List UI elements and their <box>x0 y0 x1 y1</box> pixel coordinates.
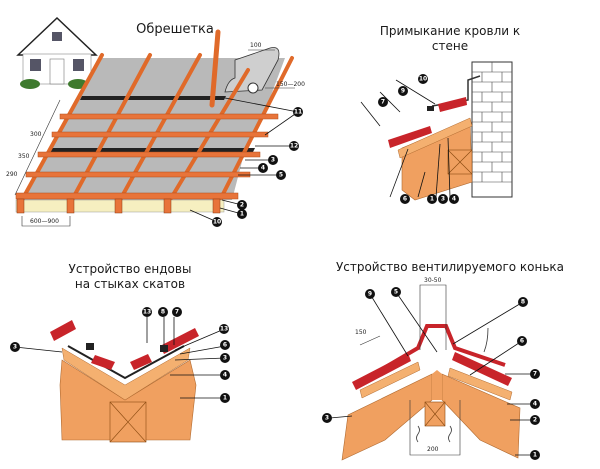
marker: 5 <box>394 289 398 296</box>
airflow-arrows <box>416 327 489 443</box>
dimension-150: 150 <box>355 329 367 336</box>
dimension-600-900: 600—900 <box>30 218 59 225</box>
marker: 3 <box>271 157 275 164</box>
ridge-tile-right <box>452 352 512 386</box>
batten-layer <box>397 117 473 159</box>
lathing-title: Обрешетка <box>136 22 214 37</box>
lathing-drawing: 100 150—200 300 350 290 600—900 11 12 3 … <box>6 16 305 227</box>
marker: 1 <box>533 452 537 459</box>
dimension-290: 290 <box>6 171 18 178</box>
valley-title-line2: на стыках скатов <box>74 277 186 291</box>
dimension-350: 350 <box>18 153 30 160</box>
lathing-panel: Обрешетка <box>0 0 310 240</box>
ridge-drawing: 30-50 150 200 9 5 8 6 7 4 2 1 <box>322 277 540 461</box>
marker: 7 <box>175 309 179 316</box>
brick-wall <box>471 61 513 198</box>
valley-battens <box>61 347 191 401</box>
dimension-30-50: 30-50 <box>424 277 442 284</box>
house-icon <box>16 16 98 89</box>
ridge-markers: 9 5 8 6 7 4 2 1 3 <box>322 287 540 460</box>
marker: 8 <box>161 309 165 316</box>
ridge-panel: Устройство вентилируемого конька 30-50 1… <box>300 250 600 469</box>
valley-tiles <box>50 320 199 370</box>
ridge-batten-left <box>359 361 421 399</box>
lathing-markers: 11 12 3 4 5 2 1 10 <box>212 107 303 227</box>
marker: 4 <box>533 401 537 408</box>
valley-drawing: 3 13 8 7 13 6 3 4 1 <box>10 307 230 443</box>
wall-junction-markers: 7 9 10 6 1 3 4 <box>378 74 459 204</box>
membrane-roll <box>224 47 280 94</box>
marker: 3 <box>223 355 227 362</box>
valley-title-line1: Устройство ендовы <box>68 262 192 276</box>
wall-junction-title-line2: стене <box>431 39 469 53</box>
vertical-batten <box>209 29 221 108</box>
dimension-100: 100 <box>250 42 262 49</box>
marker: 3 <box>325 415 329 422</box>
marker: 8 <box>521 299 525 306</box>
overlap-strip <box>80 96 226 100</box>
marker: 7 <box>533 371 537 378</box>
marker: 9 <box>401 88 405 95</box>
marker: 10 <box>213 219 221 226</box>
roof-tile <box>438 97 467 112</box>
membrane-sheet <box>22 58 285 200</box>
dimension-150-200: 150—200 <box>276 81 305 88</box>
wall-junction-panel: Примыкание кровли к стене <box>330 0 600 240</box>
valley-rafter <box>59 359 197 441</box>
valley-markers: 3 13 8 7 13 6 3 4 1 <box>10 307 230 403</box>
marker: 2 <box>240 202 244 209</box>
marker: 10 <box>419 76 427 83</box>
marker: 12 <box>290 143 298 150</box>
roof-tile <box>388 126 432 148</box>
rafters <box>16 198 221 214</box>
marker: 13 <box>143 309 151 316</box>
marker: 13 <box>220 326 228 333</box>
ridge-tile-left <box>352 353 411 390</box>
ridge-title: Устройство вентилируемого конька <box>335 260 565 274</box>
marker: 7 <box>381 99 385 106</box>
ridge-batten-right <box>447 367 513 401</box>
marker: 5 <box>279 172 283 179</box>
marker: 1 <box>240 211 244 218</box>
wall-junction-drawing: 7 9 10 6 1 3 4 <box>360 61 513 204</box>
marker: 4 <box>452 196 456 203</box>
wall-junction-title-line1: Примыкание кровли к <box>379 24 521 38</box>
marker: 3 <box>441 196 445 203</box>
marker: 3 <box>13 344 17 351</box>
marker: 2 <box>533 417 537 424</box>
overlap-strip <box>48 148 255 152</box>
dimension-200: 200 <box>427 446 439 453</box>
marker: 9 <box>368 291 372 298</box>
marker: 6 <box>223 342 227 349</box>
marker: 6 <box>520 338 524 345</box>
dimension-300: 300 <box>30 131 42 138</box>
marker: 4 <box>261 165 265 172</box>
marker: 11 <box>294 109 302 116</box>
marker: 1 <box>430 196 434 203</box>
fastener <box>427 106 434 111</box>
marker: 6 <box>403 196 407 203</box>
valley-gutter <box>67 345 185 380</box>
valley-panel: Устройство ендовы на стыках скатов 3 <box>0 250 290 469</box>
battens <box>15 113 279 200</box>
marker: 1 <box>223 395 227 402</box>
marker: 4 <box>223 372 227 379</box>
